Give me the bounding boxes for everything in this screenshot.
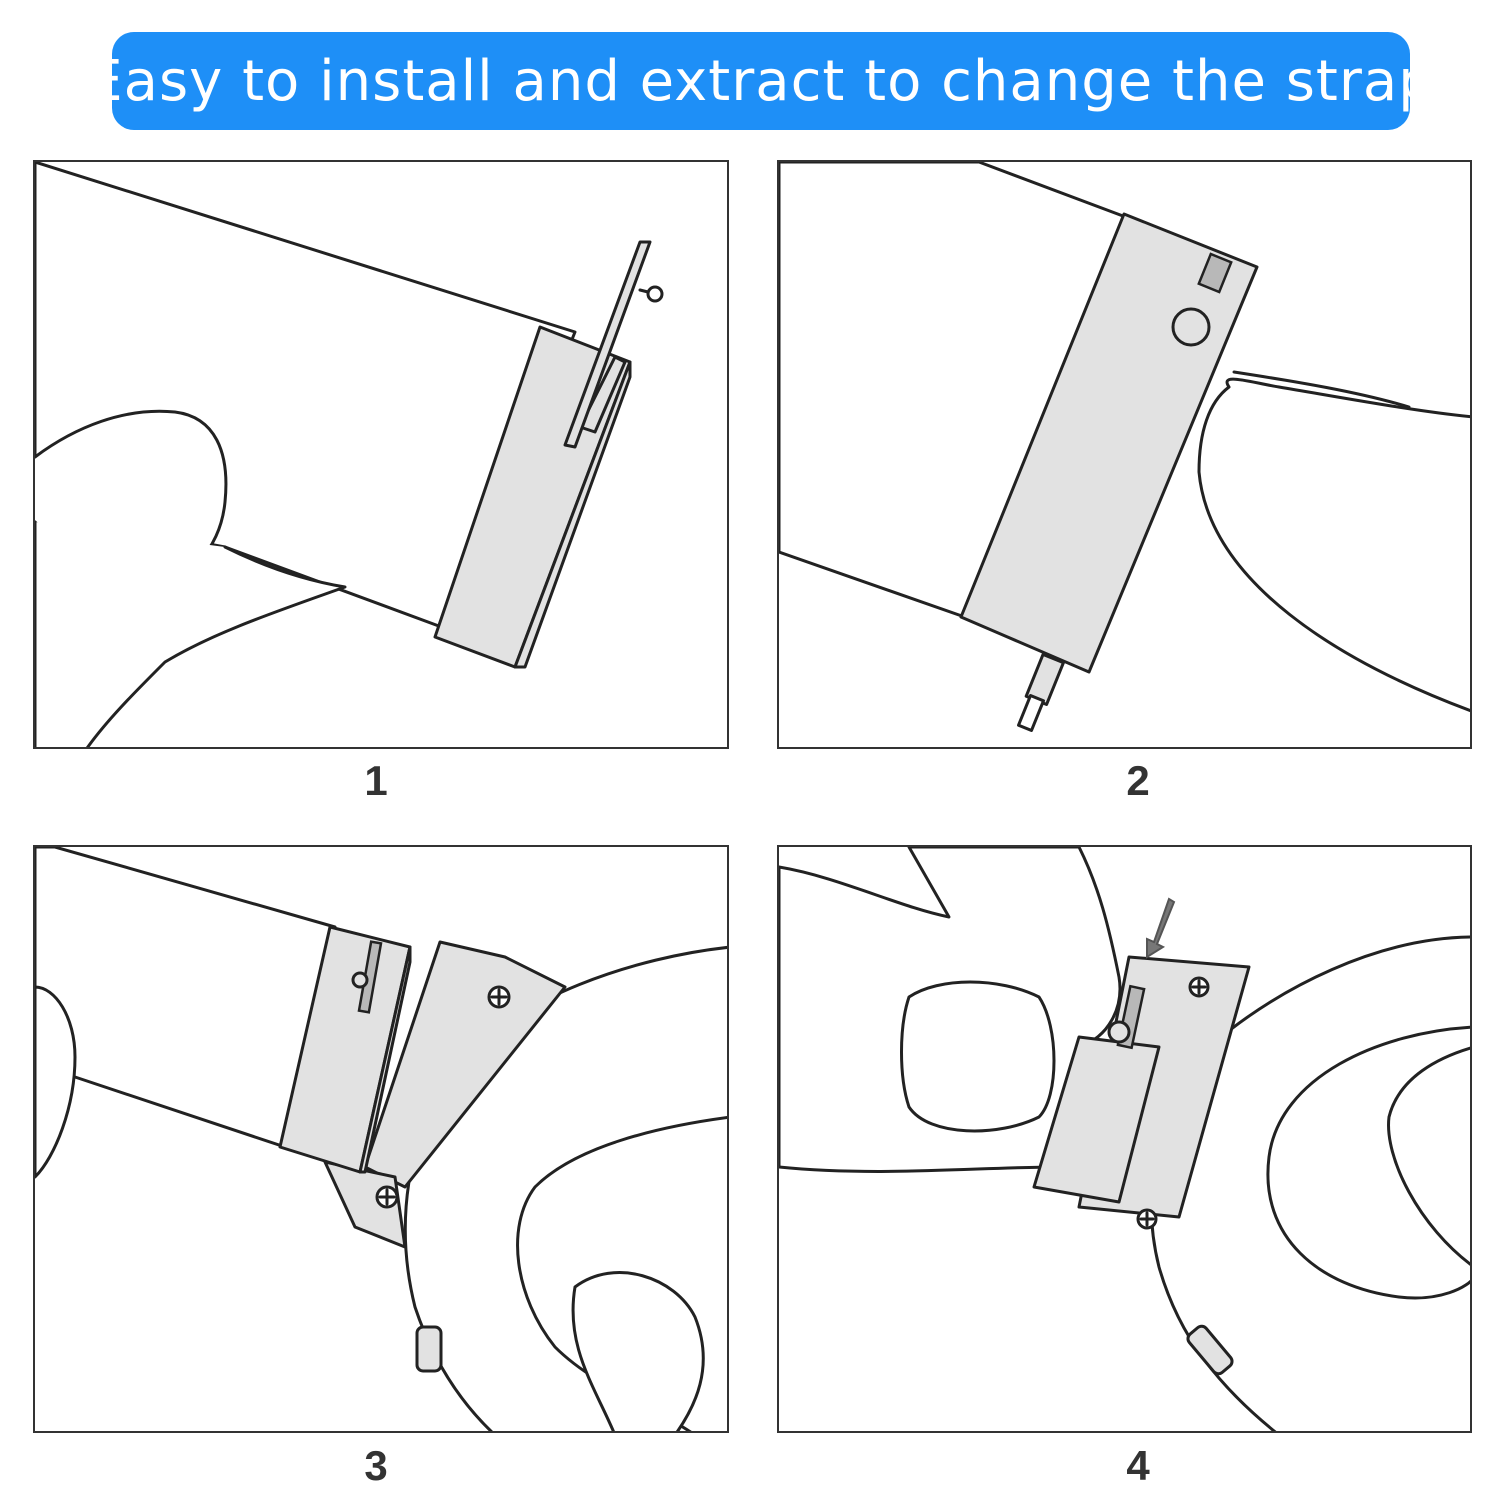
step-2-number: 2: [1126, 757, 1150, 804]
step-4-illustration: [777, 845, 1472, 1433]
strap-align-watch-illustration: [35, 847, 727, 1431]
page-title: Easy to install and extract to change th…: [87, 48, 1435, 114]
step-4-number: 4: [1126, 1442, 1150, 1489]
step-1-illustration: [33, 160, 729, 749]
step-3-illustration: [33, 845, 729, 1433]
strap-pin-insert-illustration: [35, 162, 664, 747]
strap-attach-watch-illustration: [779, 847, 1470, 1431]
strap-pin-press-illustration: [779, 162, 1470, 732]
step-3-number: 3: [364, 1442, 388, 1489]
title-banner: Easy to install and extract to change th…: [87, 32, 1434, 130]
step-1-number: 1: [364, 757, 388, 804]
step-2-illustration: [777, 160, 1472, 749]
